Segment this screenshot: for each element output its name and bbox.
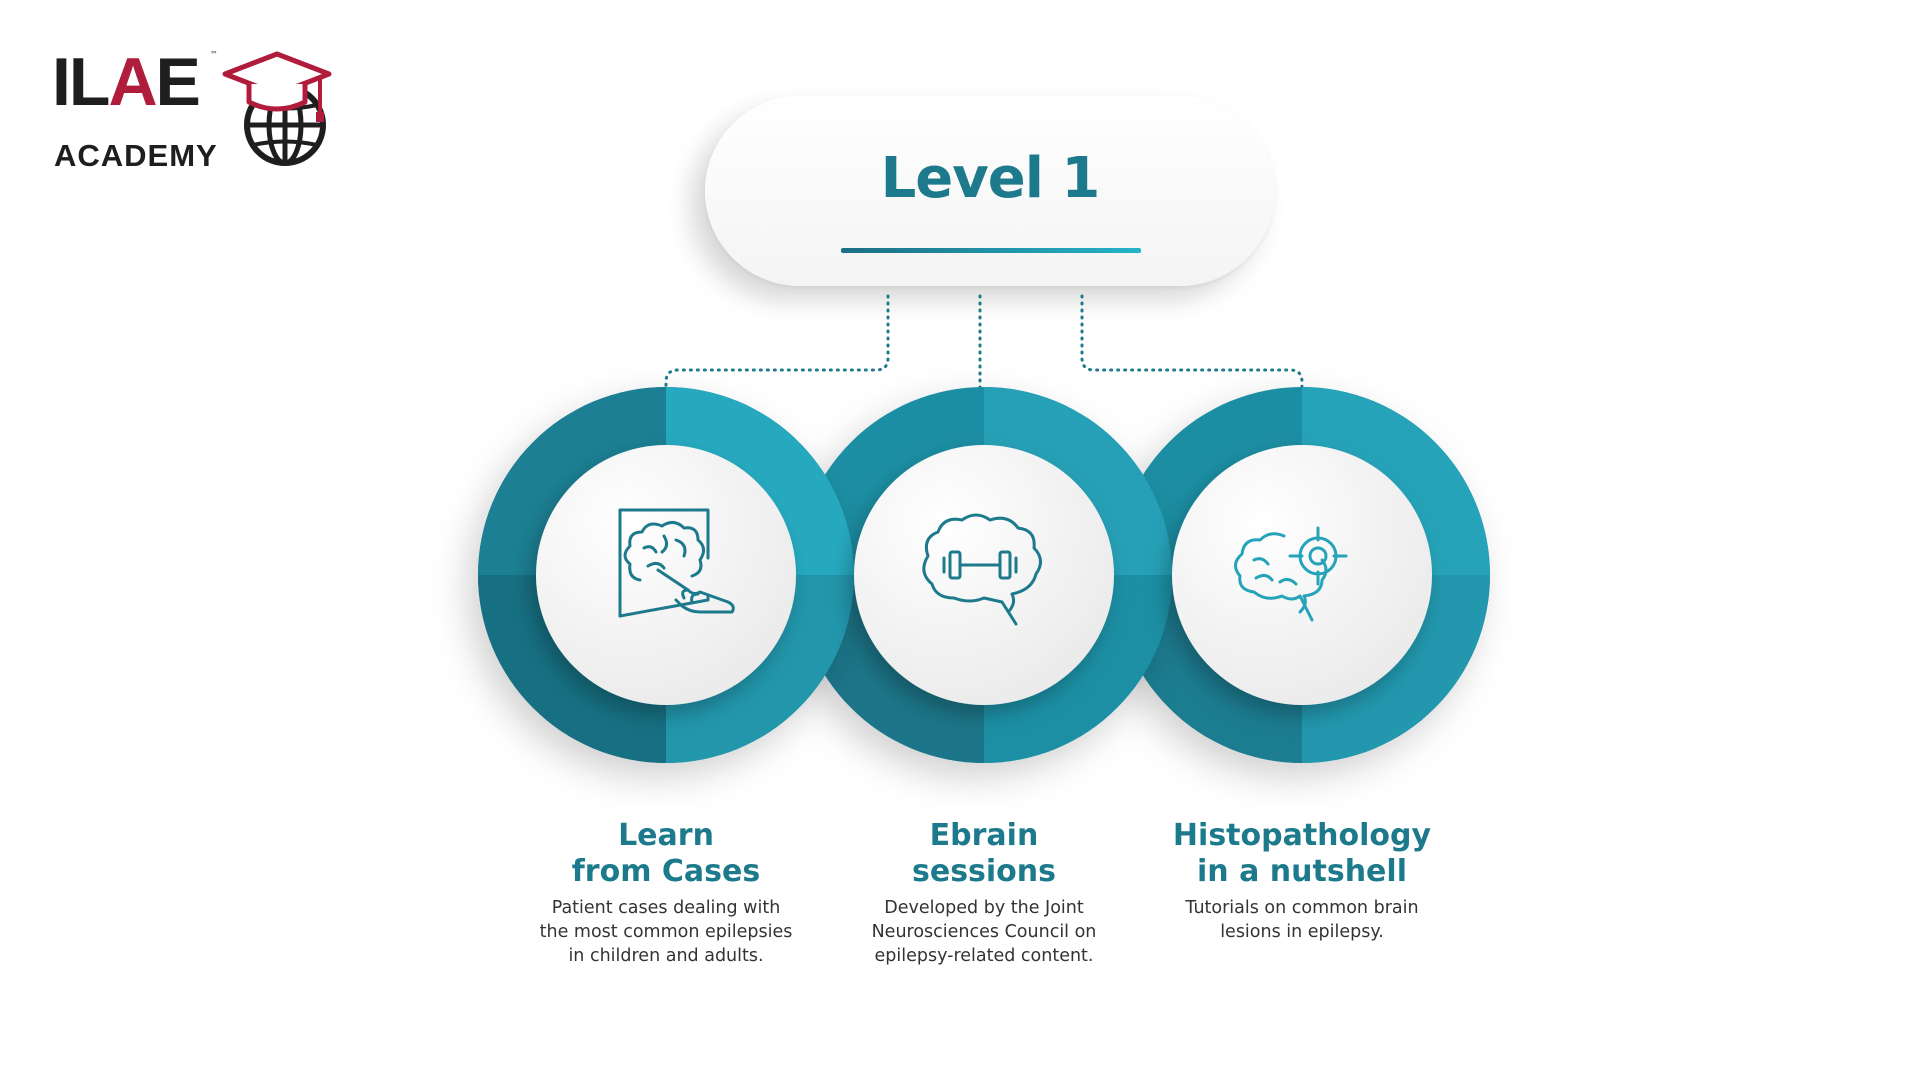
page-title: Level 1 (880, 146, 1101, 211)
connector-left (664, 294, 890, 402)
brain-target-icon (1234, 526, 1348, 622)
item-title: Learn from Cases (571, 818, 761, 889)
level-header-pill: Level 1 (705, 96, 1275, 286)
logo-subtitle: ACADEMY (54, 138, 218, 173)
brain-dumbbell-icon (922, 513, 1042, 626)
logo-wordmark: ILAE (52, 44, 201, 120)
item-histopathology: Histopathology in a nutshell Tutorials o… (1112, 818, 1492, 944)
logo-trademark: ™ (210, 50, 218, 59)
connector-lines (664, 294, 1304, 402)
item-ebrain-sessions: Ebrain sessions Developed by the Joint N… (804, 818, 1164, 968)
inner-circle-2 (854, 445, 1114, 705)
ilae-academy-logo: ILAE ™ ACADEMY (52, 44, 332, 173)
item-learn-from-cases: Learn from Cases Patient cases dealing w… (486, 818, 846, 968)
connector-right (1080, 294, 1304, 402)
title-underline (841, 248, 1141, 253)
brain-touchscreen-icon (618, 508, 735, 618)
graduation-cap-globe-icon (222, 51, 332, 166)
item-title: Ebrain sessions (911, 818, 1057, 889)
inner-circle-3 (1172, 445, 1432, 705)
item-description: Developed by the Joint Neurosciences Cou… (871, 898, 1097, 966)
item-description: Tutorials on common brain lesions in epi… (1185, 898, 1419, 942)
item-description: Patient cases dealing with the most comm… (539, 898, 793, 966)
item-title: Histopathology in a nutshell (1172, 818, 1432, 889)
